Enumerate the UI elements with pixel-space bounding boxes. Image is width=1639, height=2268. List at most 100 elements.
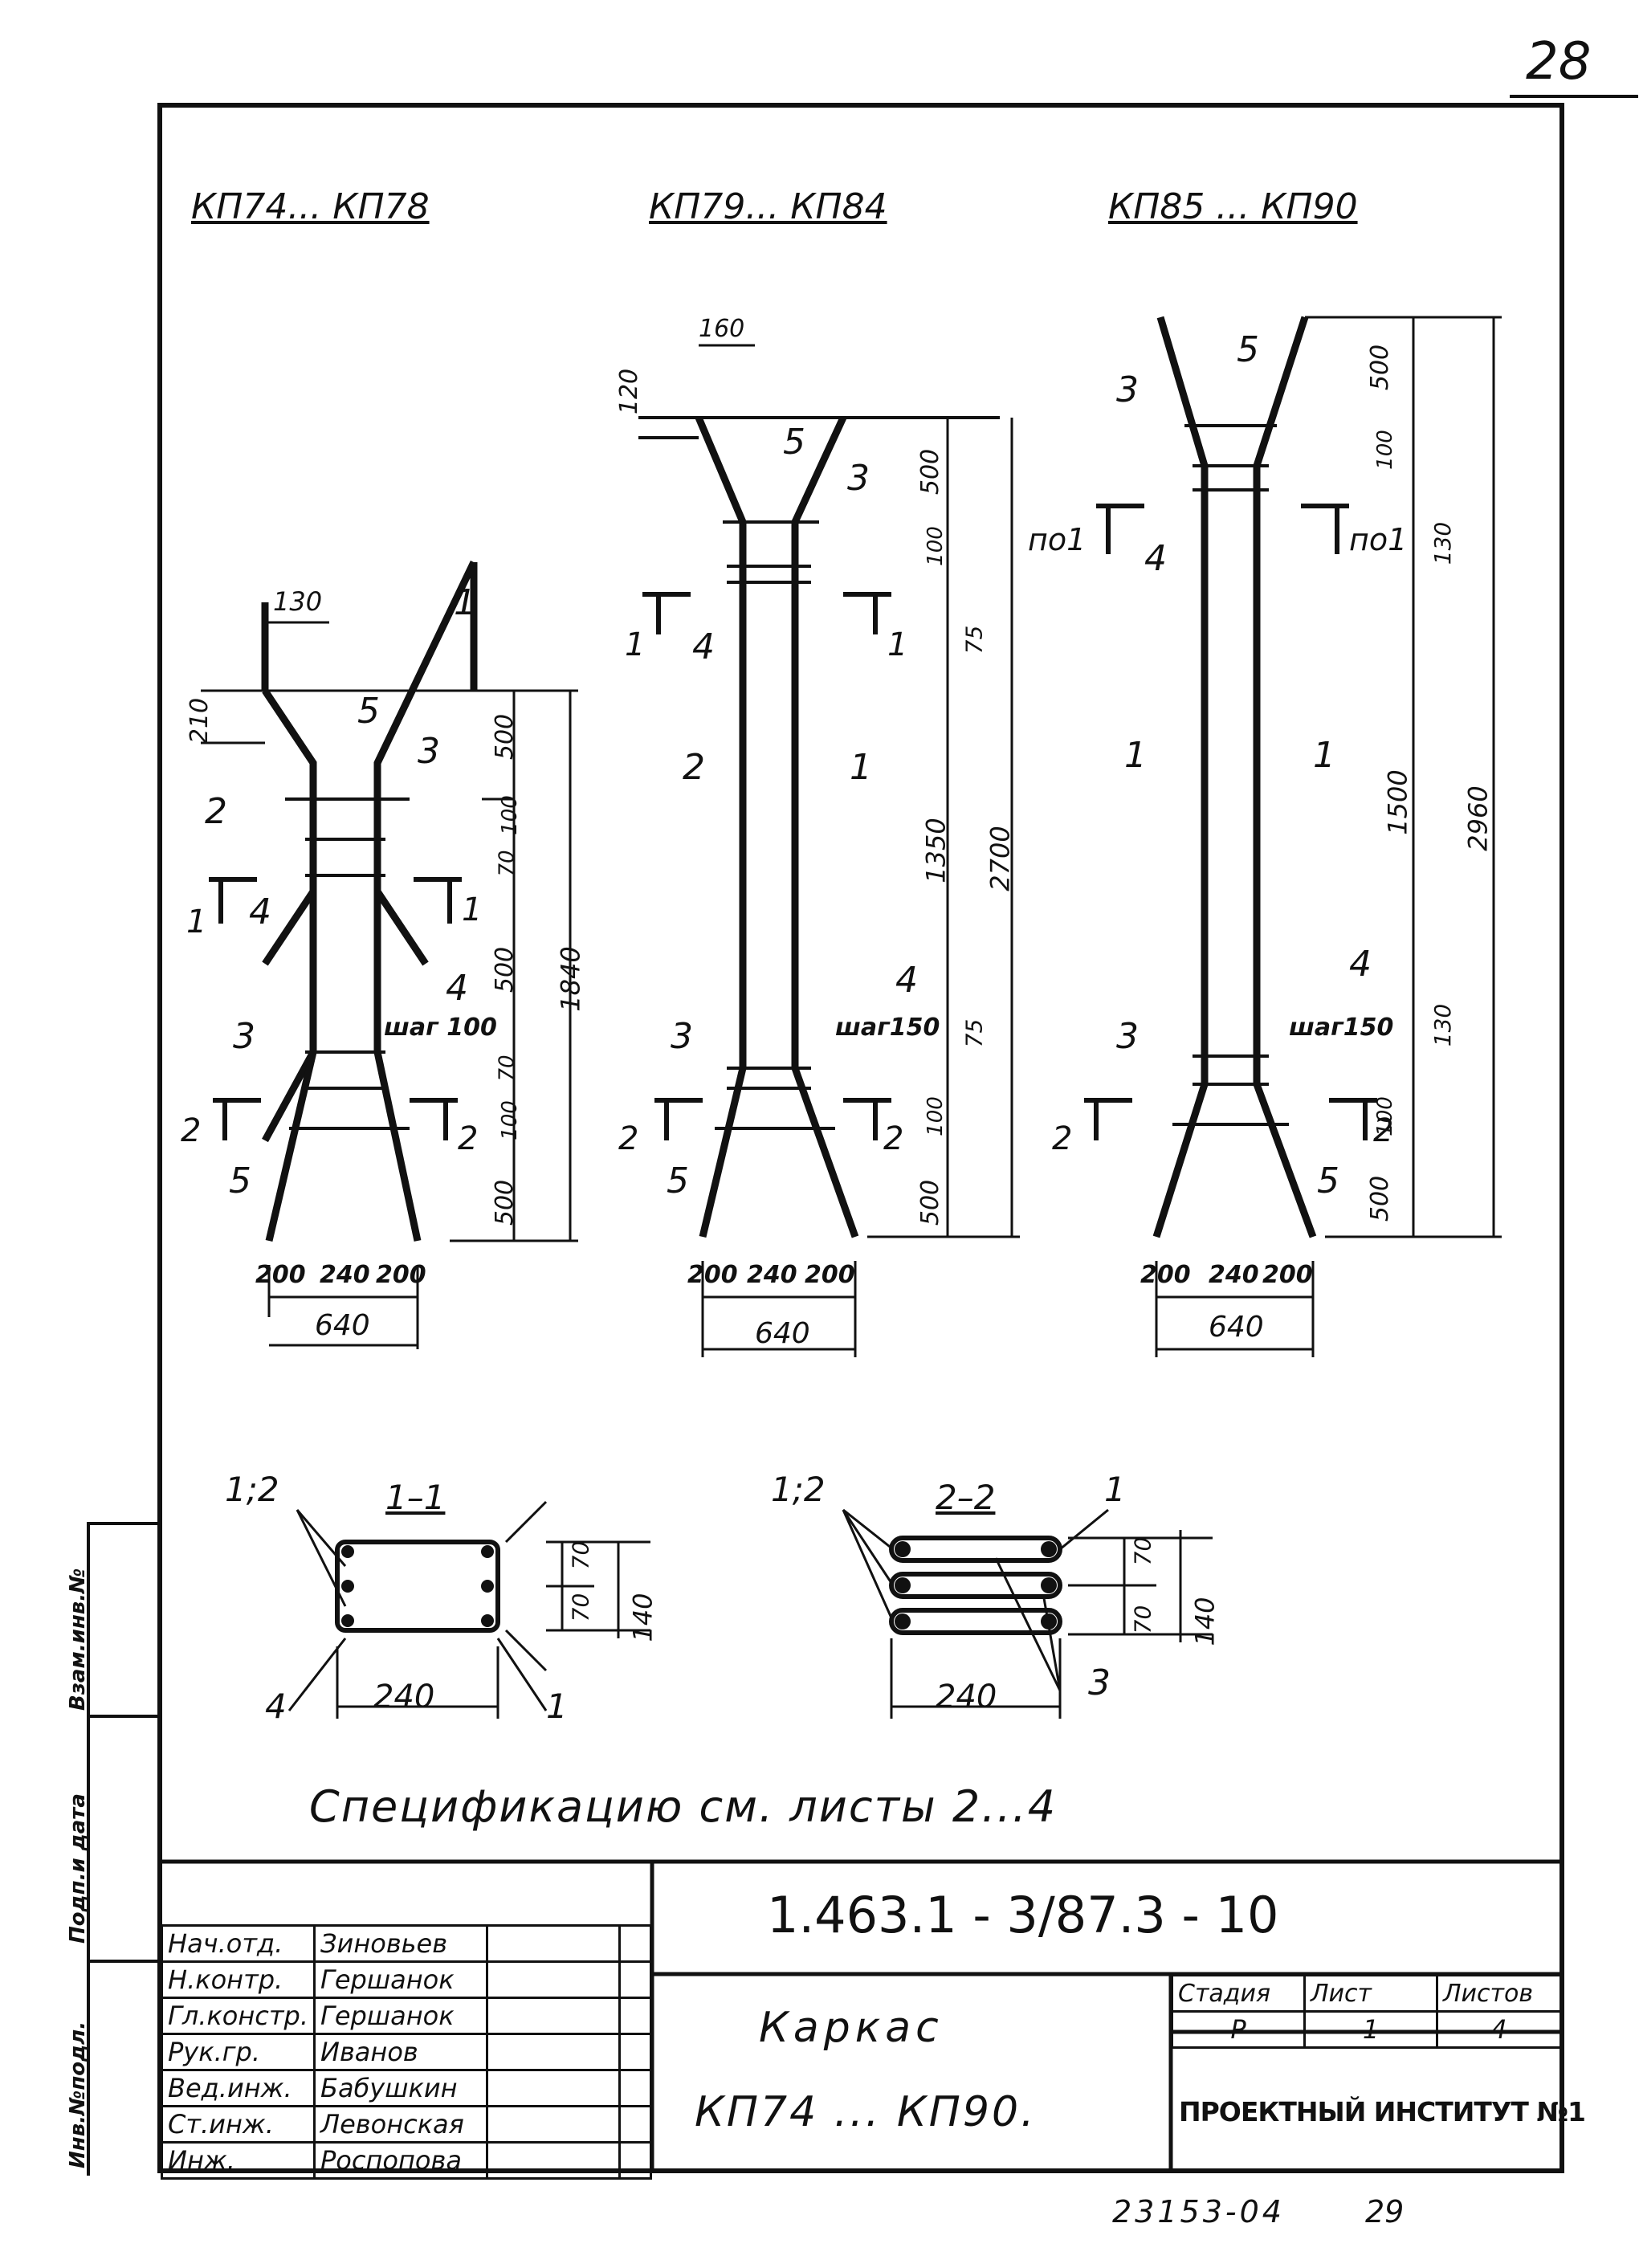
cut-label-po1-left-g3: по1 [1028,522,1087,557]
dim-g1-500c: 500 [491,1179,520,1226]
spec-note: Спецификацию см. листы 2...4 [309,1781,1058,1832]
dim-g2-500a: 500 [916,448,945,496]
side-label-vzam: Взам.инв.№ [66,1568,90,1711]
organization: ПРОЕКТНЫЙ ИНСТИТУТ №1 [1179,2096,1586,2127]
dim-g2-120: 120 [615,368,644,415]
pos-label-g2-4: 4 [692,626,715,667]
group-title-2: КП79... КП84 [649,186,887,227]
role: Вед.инж. [161,2069,316,2107]
signature [486,1960,621,1999]
side-divider-2 [87,1960,159,1963]
dim-g2-100b: 100 [923,1096,948,1136]
page-number-underline [1510,95,1638,98]
person: Зиновьев [313,1924,488,1963]
pos-label-g1-5b: 5 [229,1161,251,1201]
pos-label-4: 4 [446,968,468,1009]
section-2-2-dim-b: 70 [1129,1605,1156,1634]
role: Н.контр. [161,1960,316,1999]
role: Рук.гр. [161,2033,316,2071]
dim-g2-overall: 640 [755,1317,810,1350]
section-2-2-right-label: 1 [1104,1470,1126,1509]
date [618,2141,652,2180]
section-1-1-dim-b: 70 [567,1593,594,1622]
dim-g2-b1: 200 [687,1261,738,1289]
pos-label-g1-4a: 4 [249,891,271,932]
step-g2: шаг150 [835,1014,940,1042]
pos-label-g2-3: 3 [847,458,870,499]
cut-label-1-right-g2: 1 [887,626,908,663]
person: Бабушкин [313,2069,488,2107]
dim-g2-1350: 1350 [920,818,952,883]
sign-row: Вед.инж.Бабушкин [161,2069,652,2107]
group-title-1: КП74... КП78 [191,186,430,227]
side-label-inv: Инв.№подл. [66,2021,90,2168]
side-divider-1 [87,1715,159,1718]
step-g3: шаг150 [1289,1014,1394,1042]
role: Нач.отд. [161,1924,316,1963]
section-2-2-width: 240 [936,1679,997,1715]
section-2-2-dim-a: 70 [1129,1536,1156,1566]
dim-g3-130a: 130 [1429,521,1457,565]
dim-g1-total: 1840 [555,946,586,1012]
pos-label-g3-4b: 4 [1349,944,1372,985]
frame-kp74 [261,561,478,1242]
pos-label-g2-1: 1 [850,747,872,788]
dim-g3-total: 2960 [1462,785,1494,851]
dim-g2-500c: 500 [916,1179,945,1226]
side-strip-lines [87,1522,162,2176]
dim-g3-130b: 130 [1429,1003,1457,1047]
dim-g3-b1: 200 [1140,1261,1191,1289]
cut-label-1-left-g2: 1 [625,626,646,663]
section-2-2-title: 2–2 [936,1478,996,1517]
drawing-name-line2: КП74 ... КП90. [695,2088,1037,2136]
pos-label-g3-3b: 3 [1116,1016,1139,1057]
signature [486,2069,621,2107]
section-2-2-top-label: 1;2 [771,1470,826,1509]
dim-g1-overall: 640 [315,1309,370,1342]
sheets-value: 4 [1436,2010,1562,2049]
stage-table: Стадия Лист Листов Р 1 4 [1171,1974,1562,2049]
section-1-1-dim-total: 140 [627,1593,658,1642]
section-1-1 [335,1540,500,1633]
stage-value: Р [1171,2010,1306,2049]
dim-g2-100a: 100 [923,526,948,566]
section-1-1-bottom-left-label: 4 [265,1687,287,1726]
dim-g1-130: 130 [273,586,323,617]
role: Ст.инж. [161,2105,316,2144]
page-number: 28 [1526,32,1592,92]
section-1-1-bottom-right-label: 1 [546,1687,568,1726]
pos-label-g2-3b: 3 [671,1016,693,1057]
dim-g2-total: 2700 [985,826,1016,891]
cut-label-2-left-g2: 2 [618,1120,639,1157]
dim-g1-70b: 70 [495,1054,520,1082]
pos-label-3: 3 [418,731,440,772]
dim-g3-b2: 240 [1209,1261,1259,1289]
stage-header: Стадия [1171,1974,1306,2013]
person: Иванов [313,2033,488,2071]
pos-label-g2-4b: 4 [895,960,918,1001]
cut-label-2-right-g2: 2 [883,1120,904,1157]
section-1-1-dim-a: 70 [567,1540,594,1570]
sign-row: Инж.Роспопова [161,2141,652,2180]
side-label-podp: Подп.и дата [66,1793,90,1944]
role: Гл.констр. [161,1997,316,2035]
pos-label-g3-5: 5 [1237,329,1259,370]
sheet-value: 1 [1303,2010,1438,2049]
dim-g3-500a: 500 [1366,344,1395,391]
step-g1: шаг 100 [384,1014,497,1042]
section-1-1-top-label: 1;2 [225,1470,279,1509]
group-title-3: КП85 ... КП90 [1108,186,1358,227]
section-1-1-title: 1–1 [385,1478,446,1517]
sheets-header: Листов [1436,1974,1562,2013]
section-2-2 [889,1536,1062,1635]
signature-table: Нач.отд.Зиновьев Н.контр.Гершанок Гл.кон… [161,1924,652,2180]
signature [486,2105,621,2144]
cut-label-1-left-g1: 1 [186,904,207,940]
person: Гершанок [313,1997,488,2035]
sign-row: Гл.констр.Гершанок [161,1997,652,2035]
drawing-frame [157,103,1564,2173]
date [618,2105,652,2144]
dim-g1-210: 210 [186,697,214,744]
dim-g3-1500: 1500 [1382,769,1413,835]
